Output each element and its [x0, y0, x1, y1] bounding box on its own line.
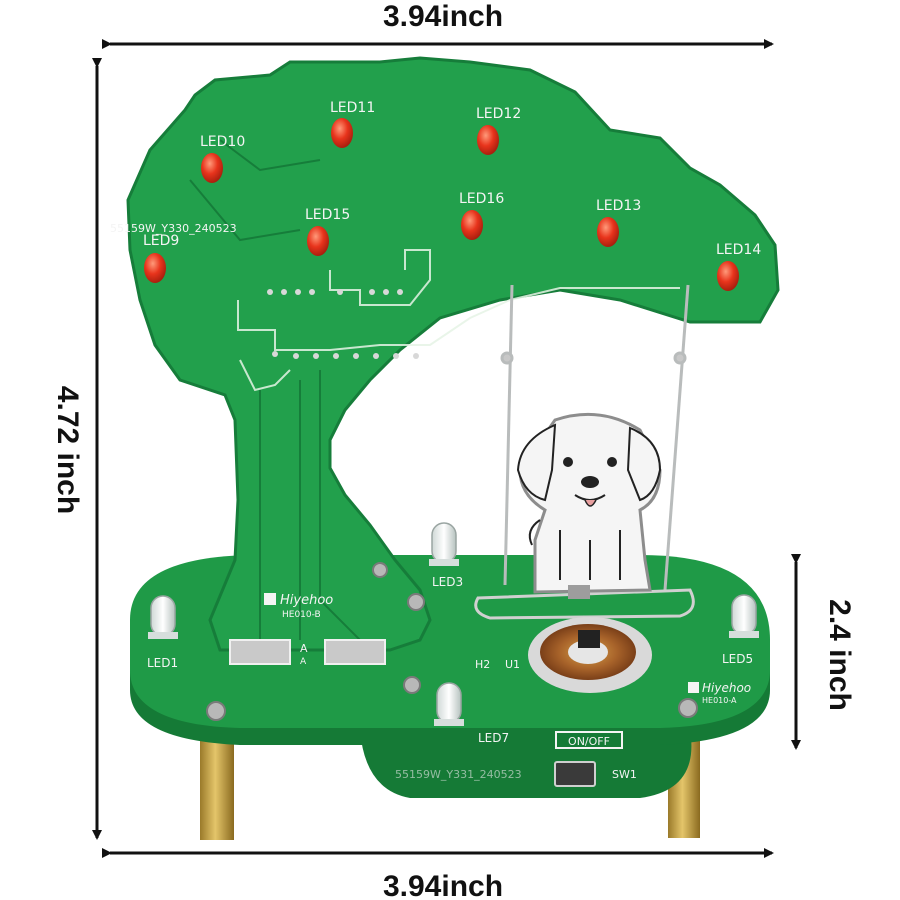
solder-pad-right: [324, 639, 386, 665]
dog-ear-right: [626, 426, 662, 502]
tree-led-label: LED16: [459, 191, 504, 207]
tree-led: LED9: [143, 233, 179, 283]
dimension-height: 4.72 inch: [51, 58, 102, 840]
base-led: LED7: [434, 682, 509, 745]
dog-body-lines: [559, 530, 621, 580]
base-model: HE010-A: [702, 696, 737, 705]
base-led-label: LED3: [432, 575, 463, 589]
dimension-bottom: 3.94inch: [102, 848, 774, 900]
tree-led: LED12: [476, 106, 521, 155]
dog-eye-right: [607, 457, 617, 467]
tree-led-label: LED14: [716, 242, 761, 258]
dimension-height-label: 4.72 inch: [51, 386, 84, 514]
base-led-label: LED5: [722, 652, 753, 666]
swing-wires: [500, 284, 690, 591]
screws: [206, 562, 698, 721]
tree-brand-logo: Hiyehoo HE010-B: [264, 593, 333, 620]
led-rim: [429, 559, 459, 566]
dog-base-nut: [568, 585, 590, 599]
dog-tail: [528, 519, 541, 546]
base-led: LED5: [722, 594, 759, 666]
red-led-bulb: [331, 118, 353, 148]
tree-led: LED11: [330, 100, 375, 148]
tree-led: LED14: [716, 242, 761, 291]
tree-led-label: LED15: [305, 207, 350, 223]
tree-model: HE010-B: [282, 610, 321, 620]
switch-ref: SW1: [612, 768, 637, 781]
standoffs: [200, 740, 700, 840]
tree-led-label: LED11: [330, 100, 375, 116]
led-rim: [729, 631, 759, 638]
u-label: U1: [505, 658, 520, 671]
led-rim: [148, 632, 178, 639]
dimension-top-label: 3.94inch: [383, 0, 503, 33]
tree-led-label: LED13: [596, 198, 641, 214]
base-led-label: LED7: [478, 731, 509, 745]
power-switch[interactable]: [554, 761, 596, 787]
tree-led-label: LED9: [143, 233, 179, 249]
pad-label-a2: A: [300, 657, 307, 667]
clear-led-bulb: [431, 522, 457, 564]
pad-label-a1: A: [300, 642, 308, 655]
tree-led: LED15: [305, 207, 350, 256]
red-led-bulb: [477, 125, 499, 155]
clear-led-bulb: [731, 594, 757, 636]
h-label: H2: [475, 658, 490, 671]
dog-figure: [516, 412, 662, 599]
swing-seat[interactable]: [474, 588, 695, 620]
dog-nose: [581, 476, 599, 488]
base-led: LED3: [429, 522, 463, 589]
red-led-bulb: [597, 217, 619, 247]
base-led-label: LED1: [147, 656, 178, 670]
base-led: LED1: [147, 595, 178, 670]
tree-led-label: LED12: [476, 106, 521, 122]
red-led-bulb: [201, 153, 223, 183]
tree-led: LED16: [459, 191, 504, 240]
red-led-bulb: [461, 210, 483, 240]
base-brand: Hiyehoo: [702, 681, 751, 695]
dog-tongue: [584, 499, 597, 507]
switch-label-box: [555, 731, 623, 749]
dog-eye-left: [563, 457, 573, 467]
tree-brand: Hiyehoo: [280, 593, 333, 608]
dimension-base-label: 2.4 inch: [823, 599, 856, 711]
red-led-bulb: [717, 261, 739, 291]
tree-led-label: LED10: [200, 134, 245, 150]
wireless-coil: [528, 617, 652, 693]
red-led-bulb: [307, 226, 329, 256]
red-led-bulb: [144, 253, 166, 283]
via-holes: [267, 289, 419, 359]
base-brand-logo: Hiyehoo HE010-A: [688, 681, 751, 705]
tree-board-code: 55159W_Y330_240523: [110, 222, 237, 235]
clear-led-bulb: [436, 682, 462, 724]
bottom-board-code: 55159W_Y331_240523: [395, 768, 522, 781]
dimension-bottom-label: 3.94inch: [383, 870, 503, 900]
pcb-traces-dark: [189, 139, 361, 641]
dimension-base-height: 2.4 inch: [791, 554, 856, 750]
dimension-top: 3.94inch: [102, 0, 774, 49]
tree-canopy: [126, 56, 780, 652]
dog-ear-left: [516, 423, 557, 502]
solder-pad-left: [229, 639, 291, 665]
switch-label: ON/OFF: [568, 735, 610, 748]
clear-led-bulb: [150, 595, 176, 637]
tree-led: LED13: [596, 198, 641, 247]
led-rim: [434, 719, 464, 726]
tree-led: LED10: [200, 134, 245, 183]
